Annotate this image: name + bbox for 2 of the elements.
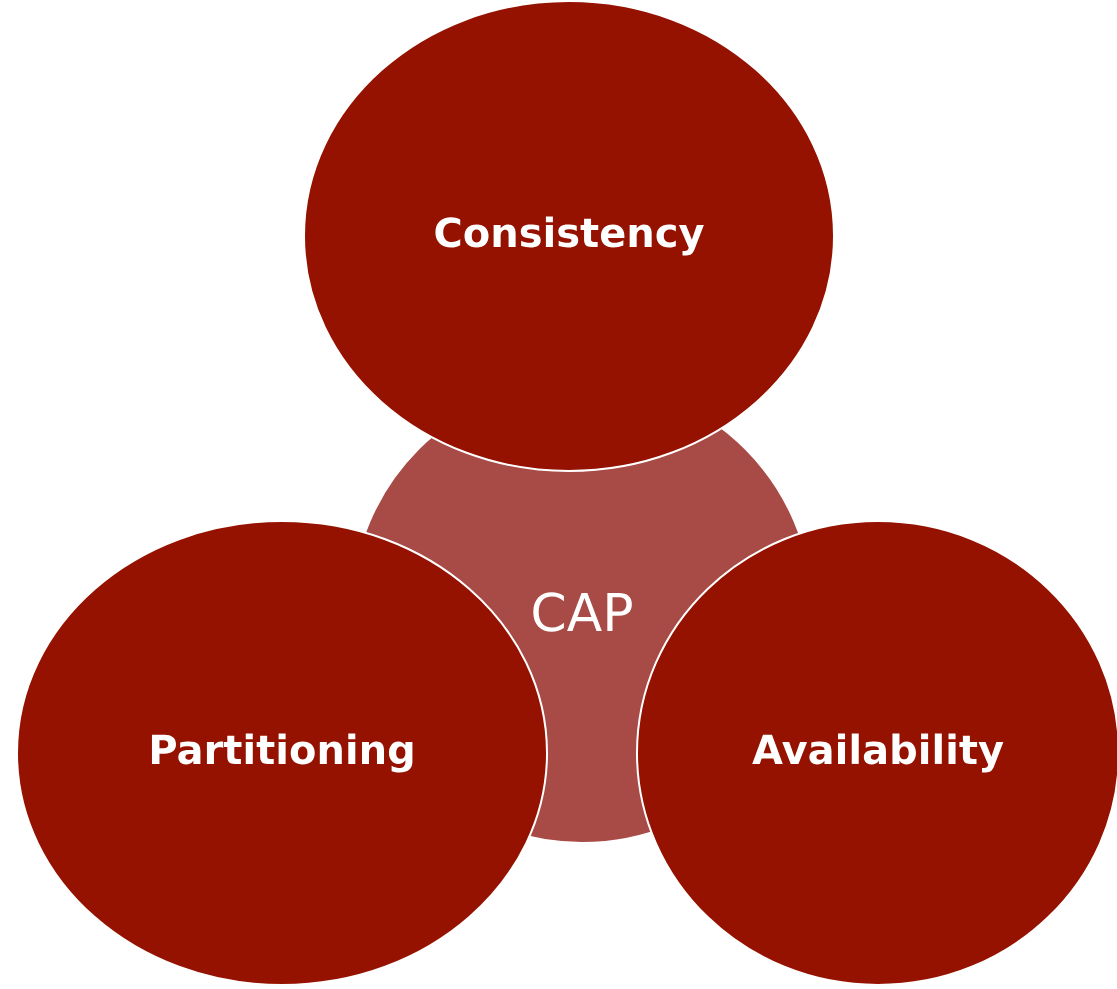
ellipse-node: Consistency xyxy=(303,0,835,472)
ellipse-node: Availability xyxy=(636,520,1117,986)
